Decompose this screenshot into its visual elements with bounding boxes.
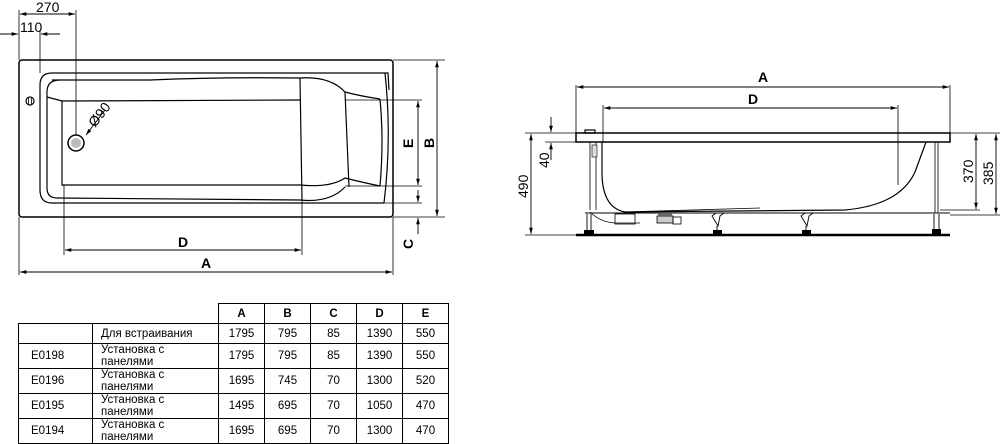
dim-385: 385 — [980, 161, 996, 185]
value-C: 70 — [310, 368, 357, 394]
install-type: Установка с панелями — [92, 343, 219, 369]
model-code: E0195 — [18, 393, 93, 419]
install-type: Для встраивания — [92, 323, 219, 344]
value-A: 1795 — [218, 323, 265, 344]
value-D: 1050 — [356, 393, 403, 419]
value-D: 1300 — [356, 418, 403, 444]
install-type: Установка с панелями — [92, 368, 219, 394]
value-C: 70 — [310, 393, 357, 419]
value-A: 1795 — [218, 343, 265, 369]
dim-370: 370 — [960, 159, 976, 183]
model-code: E0194 — [18, 418, 93, 444]
header-blank — [93, 304, 219, 324]
value-E: 550 — [402, 343, 449, 369]
dim-490: 490 — [515, 174, 531, 198]
dim-label-A: A — [201, 255, 211, 271]
value-A: 1695 — [218, 368, 265, 394]
column-header-A: A — [218, 303, 265, 324]
value-E: 520 — [402, 368, 449, 394]
value-B: 695 — [264, 418, 311, 444]
value-C: 85 — [310, 323, 357, 344]
top-view — [0, 10, 445, 275]
dim-label-B: B — [421, 138, 437, 148]
install-type: Установка с панелями — [92, 393, 219, 419]
value-D: 1300 — [356, 368, 403, 394]
value-E: 470 — [402, 393, 449, 419]
install-type: Установка с панелями — [92, 418, 219, 444]
side-view — [525, 85, 1000, 237]
value-A: 1695 — [218, 418, 265, 444]
value-D: 1390 — [356, 343, 403, 369]
value-B: 745 — [264, 368, 311, 394]
table-row: E0198 Установка с панелями 1795 795 85 1… — [18, 343, 449, 369]
value-E: 470 — [402, 418, 449, 444]
value-A: 1495 — [218, 393, 265, 419]
dim-270: 270 — [36, 0, 60, 15]
table-row: E0196 Установка с панелями 1695 745 70 1… — [18, 368, 449, 394]
value-C: 85 — [310, 343, 357, 369]
side-dim-label-D: D — [748, 91, 758, 107]
technical-drawing: 270 110 Ø90 D A B E C — [0, 0, 1000, 275]
dim-label-C: C — [400, 239, 416, 249]
value-D: 1390 — [356, 323, 403, 344]
model-code: E0196 — [18, 368, 93, 394]
column-header-C: C — [310, 303, 357, 324]
dim-40: 40 — [536, 152, 552, 168]
model-code: E0198 — [18, 343, 93, 369]
value-C: 70 — [310, 418, 357, 444]
header-blank — [19, 304, 93, 324]
value-B: 795 — [264, 343, 311, 369]
side-view-labels: A D 40 490 370 385 — [515, 69, 996, 198]
model-code — [18, 323, 93, 344]
table-row: Для встраивания 1795 795 85 1390 550 — [18, 323, 449, 344]
column-header-E: E — [402, 303, 449, 324]
column-header-B: B — [264, 303, 311, 324]
dimensions-table: A B C D E Для встраивания 1795 795 85 13… — [18, 303, 449, 444]
column-header-D: D — [356, 303, 403, 324]
dim-110: 110 — [20, 19, 43, 35]
table-row: E0195 Установка с панелями 1495 695 70 1… — [18, 393, 449, 419]
value-B: 695 — [264, 393, 311, 419]
side-dim-label-A: A — [758, 69, 768, 85]
dim-drain-diameter: Ø90 — [85, 99, 114, 130]
dim-label-D: D — [178, 234, 188, 250]
top-view-labels: 270 110 Ø90 D A B E C — [20, 0, 437, 271]
table-row: E0194 Установка с панелями 1695 695 70 1… — [18, 418, 449, 444]
dim-label-E: E — [400, 139, 416, 148]
value-B: 795 — [264, 323, 311, 344]
value-E: 550 — [402, 323, 449, 344]
table-header-row: A B C D E — [19, 303, 449, 324]
